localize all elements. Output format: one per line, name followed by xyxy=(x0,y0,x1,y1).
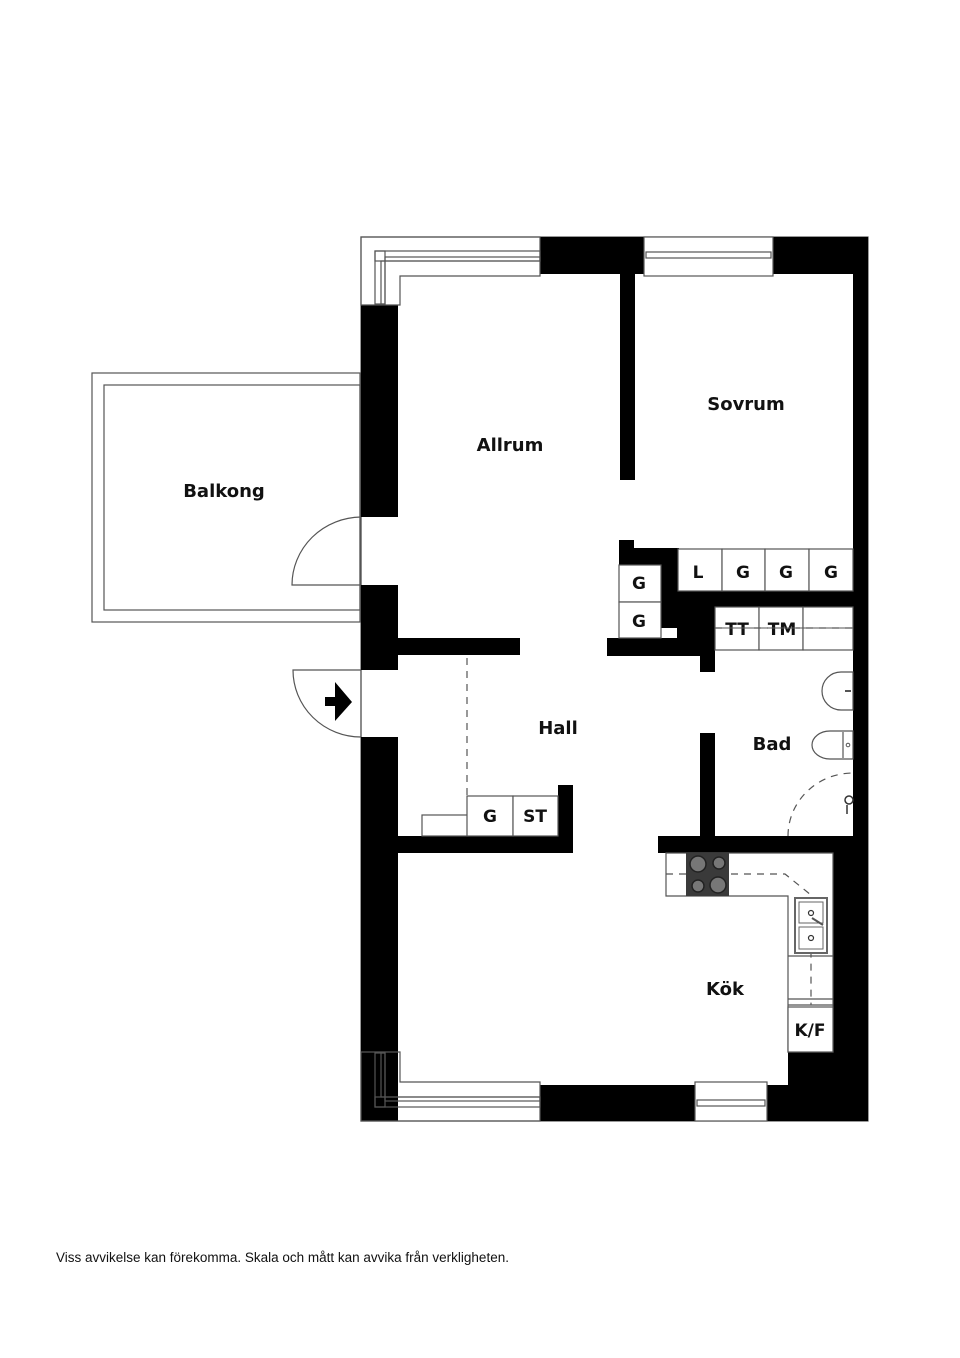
wardrobe-label: G xyxy=(824,563,838,583)
closet-hall xyxy=(421,658,559,837)
room-label-balkong: Balkong xyxy=(183,481,265,502)
entrance-arrow-icon xyxy=(325,682,352,721)
tumble-dryer-label: TT xyxy=(725,620,749,640)
fridge-freezer-label: K/F xyxy=(795,1021,826,1041)
shower-icon xyxy=(787,772,854,837)
corner-window-top-left xyxy=(360,236,541,306)
wardrobe-label: G xyxy=(632,612,646,632)
room-label-sovrum: Sovrum xyxy=(707,394,785,415)
wardrobe-label: G xyxy=(632,574,646,594)
wardrobe-label: G xyxy=(483,807,497,827)
window-sovrum xyxy=(643,236,774,277)
closet-sovrum xyxy=(677,548,854,592)
washing-machine-label: TM xyxy=(768,620,797,640)
corner-window-bottom-left xyxy=(360,1051,541,1122)
toilet-icon xyxy=(811,730,854,760)
washbasin-icon xyxy=(821,671,854,711)
closet-allrum xyxy=(618,564,662,639)
room-label-allrum: Allrum xyxy=(477,435,544,456)
storage-label: ST xyxy=(523,807,547,827)
wardrobe-label: G xyxy=(736,563,750,583)
balcony xyxy=(91,372,361,623)
room-label-kok: Kök xyxy=(706,979,745,1000)
wardrobe-label: G xyxy=(779,563,793,583)
disclaimer-text: Viss avvikelse kan förekomma. Skala och … xyxy=(56,1250,509,1265)
entrance-door[interactable] xyxy=(292,669,362,738)
stove-icon xyxy=(686,853,729,896)
fridge-freezer xyxy=(787,1006,834,1053)
balcony-door[interactable] xyxy=(291,516,362,586)
room-label-hall: Hall xyxy=(538,718,578,739)
room-label-bad: Bad xyxy=(753,734,792,755)
double-sink-icon xyxy=(794,897,828,954)
walls xyxy=(361,237,868,1121)
linen-closet-label: L xyxy=(693,563,704,583)
window-kok xyxy=(694,1081,768,1122)
